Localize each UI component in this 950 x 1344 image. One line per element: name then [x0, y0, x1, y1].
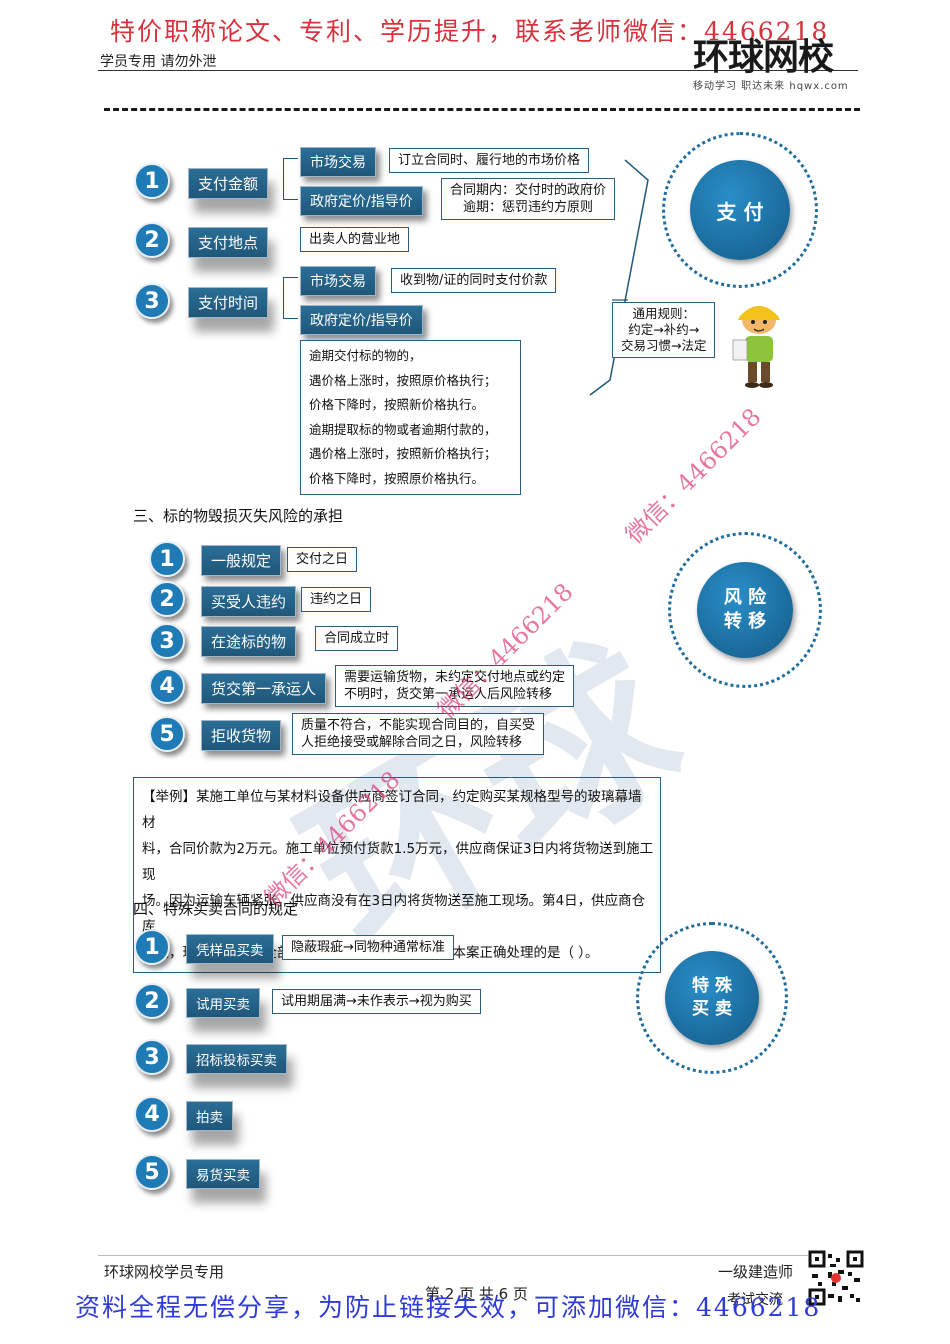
overdue-line: 价格下降时，按照原价格执行。 — [309, 470, 485, 486]
overdue-line: 价格下降时，按照新价格执行。 — [309, 397, 485, 412]
amount-gov-label: 政府定价/指导价 — [300, 186, 423, 216]
payment-circle-label: 支 付 — [690, 160, 790, 260]
risk-rule-5-line-1: 质量不符合，不能实现合同目的，自买受 — [301, 718, 536, 733]
brand-logo: 环球网校 — [693, 37, 834, 78]
risk-number-3: 3 — [149, 623, 185, 659]
example-line: 料，合同价款为2万元。施工单位预付货款1.5万元，供应商保证3日内将货物送到施工… — [142, 841, 654, 883]
place-rule: 出卖人的营业地 — [300, 227, 410, 252]
payment-time-label: 支付时间 — [188, 287, 269, 318]
risk-rule-3: 合同成立时 — [315, 626, 399, 651]
page-number: 第 2 页 共 6 页 — [425, 1285, 528, 1303]
step-number-2: 2 — [134, 222, 170, 258]
bottom-watermark: 资料全程无偿分享，为防止链接失效，可添加微信：4466218 — [75, 1293, 822, 1322]
payment-place-label: 支付地点 — [188, 227, 269, 258]
general-rule-box: 通用规则： 约定→补约→ 交易习惯→法定 — [612, 302, 716, 358]
special-number-1: 1 — [134, 929, 170, 965]
amount-bracket — [283, 158, 298, 200]
risk-rule-4: 需要运输货物，未约定交付地点或约定 不明时，货交第一承运人后风险转移 — [335, 665, 575, 707]
risk-rule-5-line-2: 人拒绝接受或解除合同之日，风险转移 — [301, 735, 523, 750]
payment-amount-label: 支付金额 — [188, 168, 269, 199]
overdue-rules: 逾期交付标的物的， 遇价格上涨时，按照原价格执行； 价格下降时，按照新价格执行。… — [300, 340, 521, 495]
risk-number-5: 5 — [149, 716, 185, 752]
amount-gov-rule-line-2: 逾期：惩罚违约方原则 — [463, 200, 594, 215]
amount-market-label: 市场交易 — [300, 147, 376, 177]
risk-rule-5: 质量不符合，不能实现合同目的，自买受 人拒绝接受或解除合同之日，风险转移 — [292, 713, 545, 755]
special-circle: 特 殊 买 卖 — [636, 922, 788, 1074]
diagonal-watermark: 微信：4466218 — [620, 402, 767, 550]
special-section-title: 四、特殊买卖合同的规定 — [133, 900, 299, 918]
overdue-line: 遇价格上涨时，按照新价格执行； — [309, 446, 497, 461]
header-rule — [98, 70, 858, 71]
risk-label-3: 在途标的物 — [201, 626, 297, 657]
footer-left: 环球网校学员专用 — [104, 1263, 225, 1281]
example-line: 【举例】某施工单位与某材料设备供应商签订合同，约定购买某规格型号的玻璃幕墙材 — [142, 789, 642, 831]
overdue-line: 逾期提取标的物或者逾期付款的， — [309, 421, 497, 437]
overdue-line: 逾期交付标的物的， — [309, 348, 422, 363]
risk-circle-label: 风 险 转 移 — [697, 562, 793, 658]
risk-circle-line-1: 风 险 — [723, 587, 767, 608]
top-watermark: 特价职称论文、专利、学历提升，联系老师微信：4466218 — [110, 17, 830, 46]
risk-number-4: 4 — [149, 668, 185, 704]
footer-contact: 考试交流 — [727, 1292, 783, 1308]
special-circle-label: 特 殊 买 卖 — [665, 951, 759, 1045]
risk-rule-4-line-2: 不明时，货交第一承运人后风险转移 — [344, 687, 553, 702]
special-number-3: 3 — [134, 1039, 170, 1075]
risk-rule-4-line-1: 需要运输货物，未约定交付地点或约定 — [344, 670, 566, 685]
general-rule-line: 交易习惯→法定 — [621, 338, 707, 353]
risk-circle-line-2: 转 移 — [723, 611, 767, 632]
general-rule-line: 通用规则： — [632, 306, 695, 321]
risk-rule-2: 违约之日 — [301, 587, 372, 612]
general-rule-line: 约定→补约→ — [628, 322, 700, 337]
payment-circle: 支 付 — [662, 132, 818, 288]
risk-label-5: 拒收货物 — [201, 720, 282, 751]
special-number-2: 2 — [134, 983, 170, 1019]
risk-number-1: 1 — [149, 541, 185, 577]
worker-cartoon-icon — [732, 306, 780, 388]
step-number-3: 3 — [134, 283, 170, 319]
special-label-3: 招标投标买卖 — [186, 1044, 287, 1074]
risk-rule-1: 交付之日 — [287, 547, 358, 572]
time-gov-label: 政府定价/指导价 — [300, 305, 423, 335]
amount-gov-rule: 合同期内：交付时的政府价 逾期：惩罚违约方原则 — [441, 178, 616, 220]
risk-label-2: 买受人违约 — [201, 586, 297, 617]
special-label-1: 凭样品买卖 — [186, 934, 274, 964]
time-market-rule: 收到物/证的同时支付价款 — [391, 268, 557, 293]
risk-number-2: 2 — [149, 581, 185, 617]
special-circle-line-2: 买 卖 — [692, 999, 732, 1019]
footer-rule — [98, 1255, 858, 1256]
overdue-line: 遇价格上涨时，按照原价格执行； — [309, 372, 497, 388]
special-circle-line-1: 特 殊 — [692, 976, 732, 996]
risk-label-4: 货交第一承运人 — [201, 673, 327, 704]
risk-circle: 风 险 转 移 — [668, 532, 822, 688]
risk-section-title: 三、标的物毁损灭失风险的承担 — [133, 507, 344, 525]
amount-gov-rule-line-1: 合同期内：交付时的政府价 — [450, 183, 607, 198]
student-note: 学员专用 请勿外泄 — [100, 54, 217, 70]
qr-code-icon — [808, 1250, 864, 1306]
amount-market-rule: 订立合同时、履行地的市场价格 — [389, 148, 590, 173]
time-bracket — [283, 277, 298, 319]
special-label-5: 易货买卖 — [186, 1159, 260, 1189]
special-label-2: 试用买卖 — [186, 988, 260, 1018]
special-label-4: 拍卖 — [186, 1101, 233, 1131]
special-rule-1: 隐蔽瑕疵→同物种通常标准 — [282, 935, 454, 960]
step-number-1: 1 — [134, 163, 170, 199]
time-market-label: 市场交易 — [300, 266, 376, 296]
footer-right: 一级建造师 — [718, 1263, 794, 1281]
risk-label-1: 一般规定 — [201, 545, 282, 576]
dashed-divider — [104, 108, 860, 111]
brand-slogan: 移动学习 职达未来 hqwx.com — [693, 81, 849, 92]
payment-right-bracket — [589, 159, 649, 396]
special-number-5: 5 — [134, 1154, 170, 1190]
special-rule-2: 试用期届满→未作表示→视为购买 — [272, 989, 481, 1014]
special-number-4: 4 — [134, 1096, 170, 1132]
